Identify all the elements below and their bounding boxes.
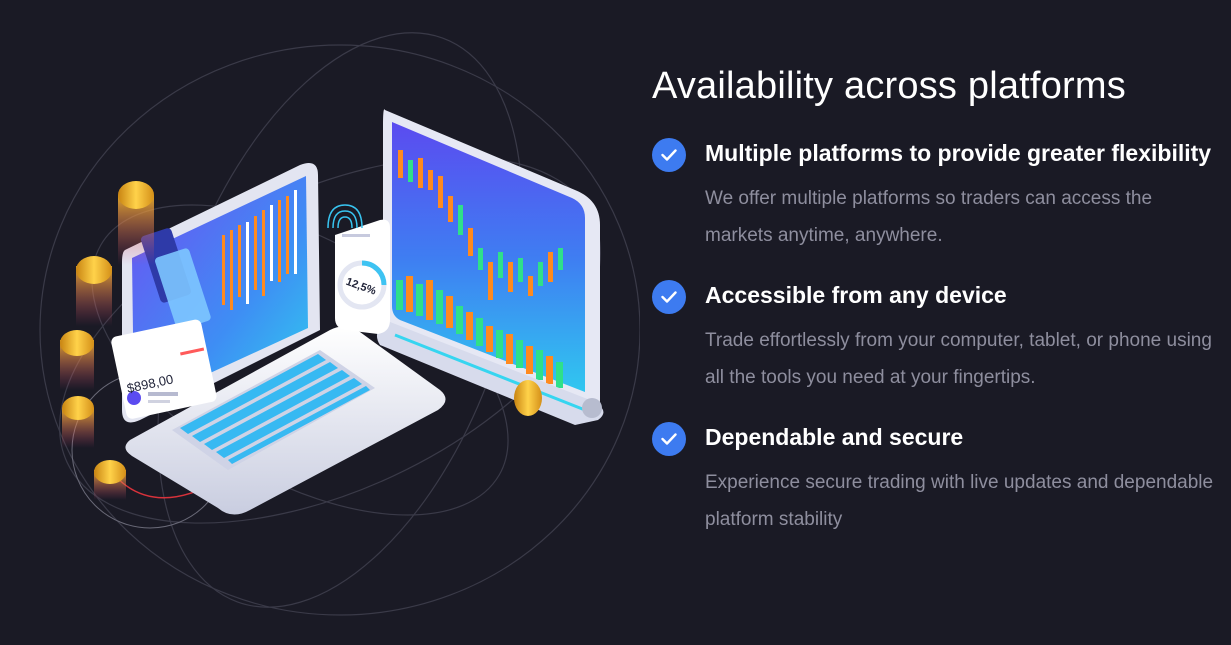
feature-item: Accessible from any device Trade effortl…: [652, 280, 1222, 396]
feature-description: Experience secure trading with live upda…: [705, 472, 1214, 530]
keyboard-keys: [180, 354, 370, 464]
feature-description: We offer multiple platforms so traders c…: [705, 188, 1153, 246]
check-circle-icon: [652, 280, 686, 314]
check-circle-icon: [652, 422, 686, 456]
feature-title: Dependable and secure: [705, 424, 964, 450]
feature-title: Accessible from any device: [705, 282, 1007, 308]
tablet-candles: [398, 150, 563, 300]
percent-card: [335, 219, 390, 334]
balance-card: [111, 319, 217, 419]
tablet-device: [376, 109, 604, 425]
laptop-chart: [222, 190, 297, 310]
feature-title: Multiple platforms to provide greater fl…: [705, 140, 1212, 166]
feature-description: Trade effortlessly from your computer, t…: [705, 330, 1212, 388]
check-circle-icon: [652, 138, 686, 172]
availability-section: Availability across platforms Multiple p…: [652, 62, 1222, 564]
tablet-volume-bars: [396, 276, 563, 388]
coin-stack: [60, 181, 542, 500]
platforms-illustration: $898,00 12,5%: [39, 32, 641, 616]
feature-item: Multiple platforms to provide greater fl…: [652, 138, 1222, 254]
fingerprint-icon: [327, 204, 363, 229]
illustration-svg: $898,00 12,5%: [39, 32, 641, 616]
gear-icon: [582, 398, 602, 418]
section-heading: Availability across platforms: [652, 65, 1126, 107]
feature-item: Dependable and secure Experience secure …: [652, 422, 1222, 538]
